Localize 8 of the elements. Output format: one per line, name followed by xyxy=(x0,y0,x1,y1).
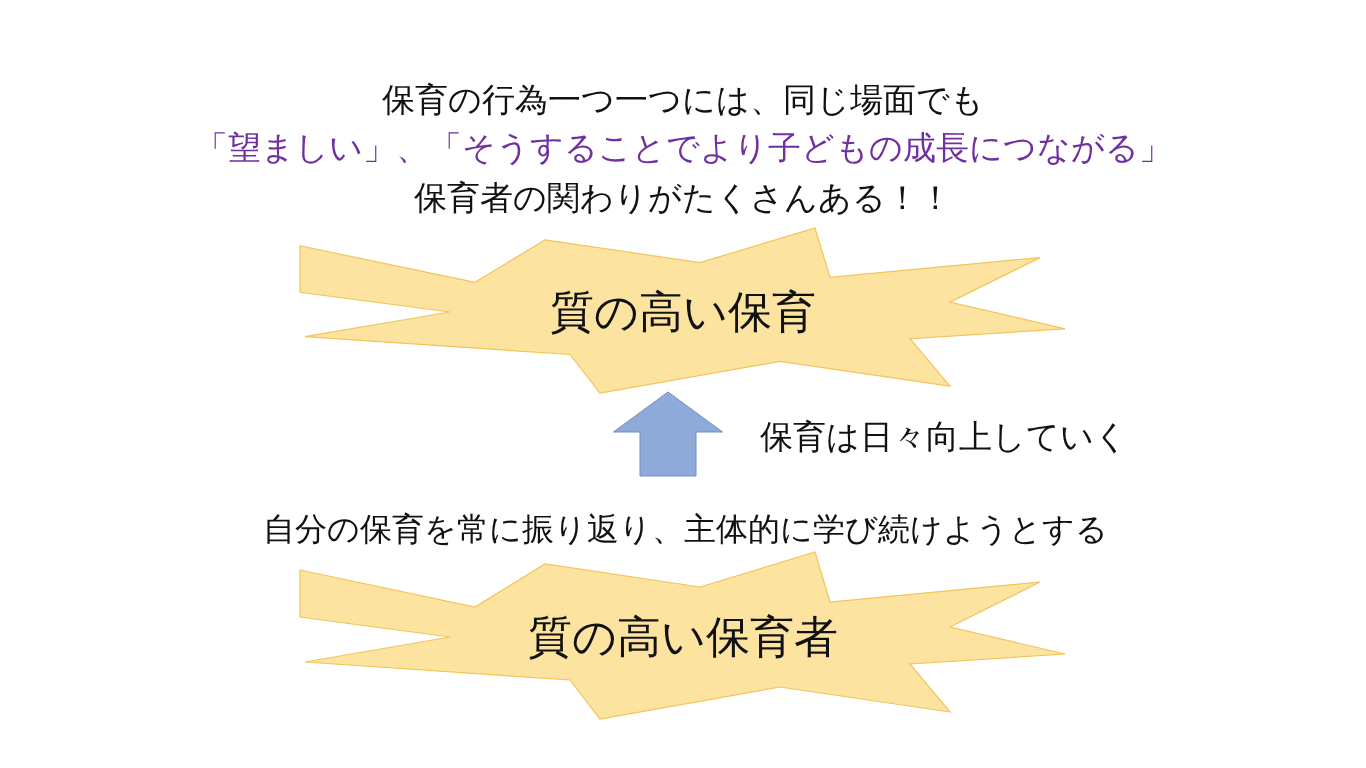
caption-text: 自分の保育を常に振り返り、主体的に学び続けようとする xyxy=(261,509,1109,550)
heading-text: 保育の行為一つ一つには、同じ場面でも xyxy=(381,80,985,120)
burst-label: 質の高い保育者 xyxy=(527,609,838,664)
heading-text: 保育者の関わりがたくさんある！！ xyxy=(413,178,953,218)
heading-text: 「望ましい」、「そうすることでより子どもの成長につながる」 xyxy=(193,128,1173,168)
burst-label: 質の高い保育 xyxy=(549,284,816,339)
edge-label: 保育は日々向上していく xyxy=(760,416,1128,458)
block-arrow xyxy=(612,391,724,477)
